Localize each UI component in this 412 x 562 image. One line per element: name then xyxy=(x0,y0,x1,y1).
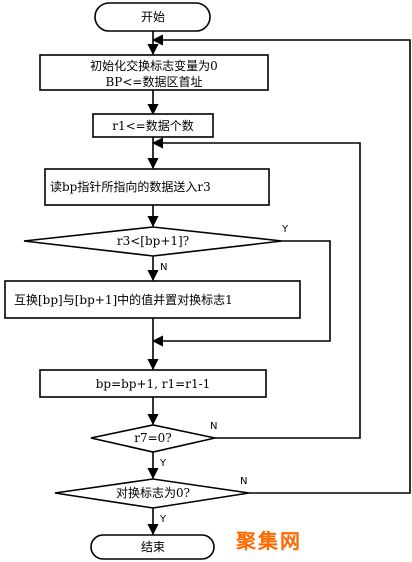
check-flag-decision xyxy=(54,478,250,509)
check-flag-no-label: N xyxy=(240,476,247,487)
read-label: 读bp指针所指向的数据送入r3 xyxy=(50,179,211,194)
compare-label: r3<[bp+1]? xyxy=(117,234,189,248)
update-box xyxy=(39,369,267,398)
end-terminator xyxy=(90,534,215,560)
check-r-yes-label: Y xyxy=(159,458,167,469)
init-box xyxy=(39,54,269,91)
init-label-line1: 初始化交换标志变量为0 xyxy=(90,58,218,73)
start-label: 开始 xyxy=(141,10,165,24)
compare-yes-label: Y xyxy=(281,224,289,235)
end-label: 结束 xyxy=(141,540,165,554)
update-label: bp=bp+1, r1=r1-1 xyxy=(96,377,211,391)
check-r-decision xyxy=(90,424,216,453)
connectors xyxy=(147,31,411,536)
compare-decision xyxy=(23,226,283,257)
set-r1-label: r1<=数据个数 xyxy=(112,118,193,133)
check-flag-yes-label: Y xyxy=(159,514,167,525)
set-r1-box xyxy=(92,113,214,138)
compare-no-label: N xyxy=(160,262,167,273)
check-r-label: r7=0? xyxy=(134,431,172,445)
check-flag-label: 对换标志为0? xyxy=(116,486,190,500)
swap-box xyxy=(4,280,301,319)
check-r-no-label: N xyxy=(210,421,217,432)
start-terminator xyxy=(94,2,211,32)
init-label-line2: BP<=数据区首址 xyxy=(105,74,202,89)
swap-label: 互换[bp]与[bp+1]中的值并置对换标志1 xyxy=(14,292,233,307)
watermark-logo: 聚集网 xyxy=(235,529,302,553)
read-box xyxy=(44,168,270,206)
